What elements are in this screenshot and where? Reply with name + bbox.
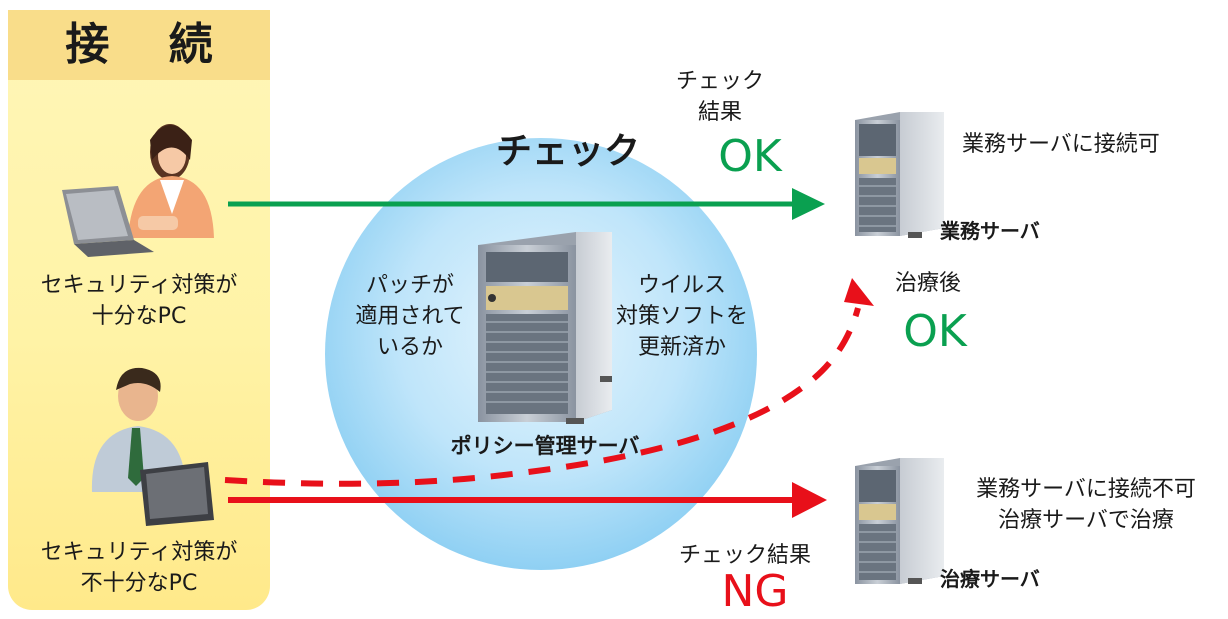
top-check-result-line2: 結果 (697, 100, 742, 125)
top-check-result-line1: チェック (675, 69, 764, 94)
ok-arrow (228, 188, 825, 220)
treatment-server-note-line2: 治療サーバで治療 (998, 508, 1174, 533)
antivirus-check-line3: 更新済か (637, 335, 726, 360)
check-title: チェック (495, 131, 640, 172)
pc-ok-label-line1: セキュリティ対策が (40, 273, 238, 298)
policy-server-icon (478, 232, 612, 424)
treatment-server-note-line1: 業務サーバに接続不可 (976, 477, 1196, 502)
woman-laptop-icon (62, 124, 214, 257)
patch-check-line2: 適用されて (355, 304, 465, 329)
patch-check-text: パッチが 適用されて いるか (340, 270, 480, 363)
pc-ng-label-line1: セキュリティ対策が (40, 540, 238, 565)
business-server-label: 業務サーバ (940, 219, 1040, 243)
ng-arrow (228, 482, 827, 518)
bottom-result-ng: NG (721, 566, 789, 617)
business-server-note: 業務サーバに接続可 (962, 132, 1160, 157)
after-treatment-ok: OK (903, 306, 967, 357)
bottom-check-result-label: チェック結果 (678, 543, 811, 568)
connection-panel (8, 10, 270, 610)
patch-check-line3: いるか (376, 335, 443, 360)
top-check-result-label: チェック 結果 (655, 66, 785, 128)
treatment-server-icon (855, 458, 944, 584)
pc-ng-label-line2: 不十分なPC (80, 571, 198, 596)
after-treatment-label: 治療後 (894, 271, 961, 296)
man-laptop-icon (91, 367, 214, 526)
patch-check-line1: パッチが (365, 273, 454, 298)
policy-server-label: ポリシー管理サーバ (450, 434, 640, 458)
business-server-icon (855, 112, 944, 238)
antivirus-check-line1: ウイルス (637, 273, 726, 298)
treatment-arrow (224, 278, 874, 487)
treatment-server-note: 業務サーバに接続不可 治療サーバで治療 (955, 474, 1217, 536)
treatment-server-label: 治療サーバ (940, 567, 1040, 591)
pc-ok-label-line2: 十分なPC (91, 304, 187, 329)
antivirus-check-text: ウイルス 対策ソフトを 更新済か (602, 270, 762, 363)
antivirus-check-line2: 対策ソフトを (615, 304, 748, 329)
pc-ng-label: セキュリティ対策が 不十分なPC (8, 537, 270, 599)
pc-ok-label: セキュリティ対策が 十分なPC (8, 270, 270, 332)
top-result-ok: OK (718, 131, 782, 182)
connection-header: 接 続 (8, 10, 270, 80)
connection-header-text: 接 続 (65, 19, 235, 70)
